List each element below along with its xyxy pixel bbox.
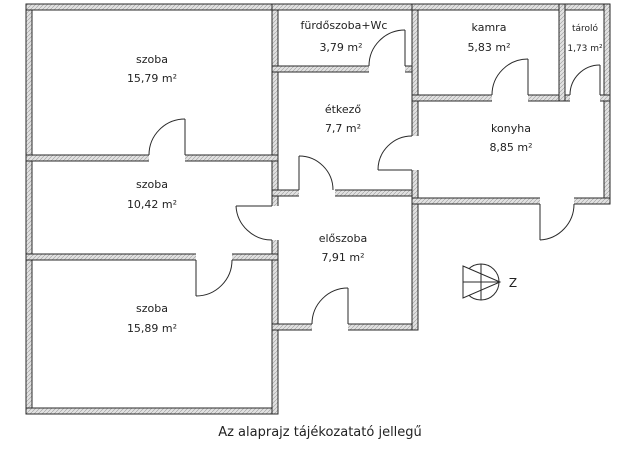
room-name: kamra <box>472 21 507 34</box>
wall-kamra-taroló <box>558 3 566 102</box>
wall-left-outer <box>25 3 33 415</box>
room-area: 15,89 m² <box>127 322 177 335</box>
door-szoba-1 <box>148 118 186 156</box>
room-area: 1,73 m² <box>567 44 603 54</box>
compass-label: Z <box>509 276 517 290</box>
room-name: fürdőszoba+Wc <box>301 19 388 32</box>
door-konyha-exterior <box>539 203 575 241</box>
door-kamra <box>491 58 529 96</box>
room-area: 7,91 m² <box>321 251 364 264</box>
door-taroló <box>569 64 601 96</box>
door-eloszoba <box>311 287 349 325</box>
room-area: 15,79 m² <box>127 72 177 85</box>
room-name: étkező <box>325 103 362 116</box>
door-etkezo <box>298 155 334 191</box>
compass-icon: Z <box>462 263 517 301</box>
room-area: 7,7 m² <box>325 122 361 135</box>
wall-mid-2 <box>271 189 419 197</box>
floor-plan: szoba 15,79 m² fürdőszoba+Wc 3,79 m² kam… <box>25 3 611 415</box>
room-labels: szoba 15,79 m² fürdőszoba+Wc 3,79 m² kam… <box>127 19 603 335</box>
door-szoba-3 <box>195 259 233 297</box>
room-area: 10,42 m² <box>127 198 177 211</box>
door-szoba-2 <box>235 205 273 241</box>
wall-top-right <box>411 3 611 11</box>
room-name: szoba <box>136 302 168 315</box>
room-area: 3,79 m² <box>319 41 362 54</box>
wall-top-left <box>25 3 279 11</box>
room-name: konyha <box>491 122 531 135</box>
door-furdoszoba <box>368 29 406 67</box>
door-openings <box>149 65 600 331</box>
doors <box>148 29 601 325</box>
wall-bottom-left <box>25 407 279 415</box>
room-name: előszoba <box>319 232 368 245</box>
walls <box>25 3 611 415</box>
room-area: 8,85 m² <box>489 141 532 154</box>
room-area: 5,83 m² <box>467 41 510 54</box>
caption: Az alaprajz tájékozatató jellegű <box>218 425 422 440</box>
wall-konyha-bottom <box>411 197 611 205</box>
room-name: szoba <box>136 178 168 191</box>
door-etkezo-konyha <box>377 135 413 171</box>
wall-between-szoba-2-3 <box>25 253 279 261</box>
wall-top-mid <box>271 3 419 11</box>
room-name: tároló <box>572 23 599 34</box>
room-name: szoba <box>136 53 168 66</box>
wall-right-outer <box>603 3 611 205</box>
